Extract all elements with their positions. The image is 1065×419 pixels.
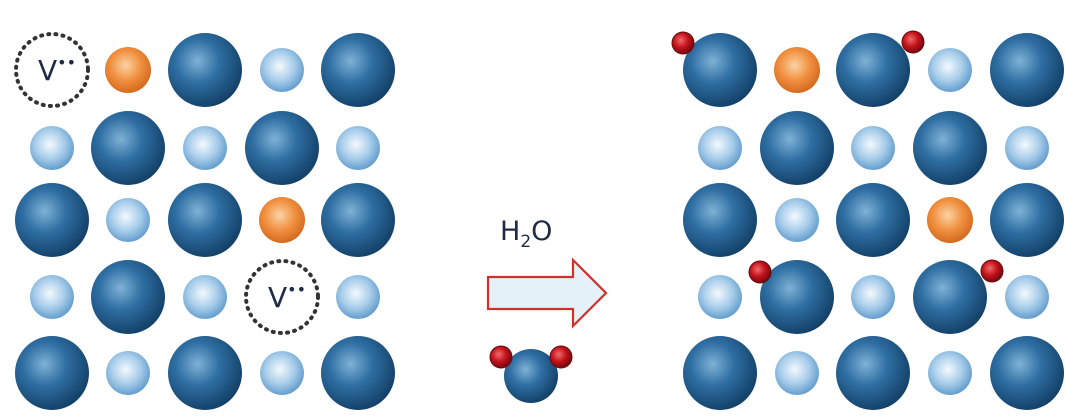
small-ion xyxy=(775,198,819,242)
proton xyxy=(901,30,925,54)
vacancy-symbol: V xyxy=(268,281,287,314)
small-ion xyxy=(106,351,150,395)
small-ion xyxy=(851,126,895,170)
large-ion xyxy=(321,183,395,257)
large-ion xyxy=(15,336,89,410)
small-ion xyxy=(106,198,150,242)
large-ion xyxy=(683,33,757,107)
small-ion xyxy=(336,275,380,319)
small-ion xyxy=(183,126,227,170)
dopant-ion xyxy=(259,197,305,243)
large-ion xyxy=(91,260,165,334)
water-molecule-label: H2O xyxy=(500,216,552,252)
large-ion xyxy=(683,336,757,410)
small-ion xyxy=(30,275,74,319)
large-ion xyxy=(836,336,910,410)
proton xyxy=(671,31,695,55)
small-ion xyxy=(698,126,742,170)
vacancy-charge: •• xyxy=(57,53,76,72)
small-ion xyxy=(183,275,227,319)
large-ion xyxy=(168,33,242,107)
vacancy-symbol: V xyxy=(38,54,57,87)
vacancy-charge: •• xyxy=(287,280,306,299)
oxygen-vacancy: V•• xyxy=(14,32,90,108)
small-ion xyxy=(698,275,742,319)
small-ion xyxy=(260,351,304,395)
large-ion xyxy=(836,33,910,107)
small-ion xyxy=(1005,275,1049,319)
small-ion xyxy=(851,275,895,319)
water-proton-left xyxy=(489,345,513,369)
reaction-arrow-group: H2O xyxy=(486,216,608,329)
oxygen-vacancy: V•• xyxy=(244,259,320,335)
small-ion xyxy=(1005,126,1049,170)
proton xyxy=(980,259,1004,283)
vacancy-ring xyxy=(244,259,320,335)
large-ion xyxy=(321,336,395,410)
large-ion xyxy=(245,111,319,185)
small-ion xyxy=(336,126,380,170)
water-o-letter: O xyxy=(531,216,552,247)
vacancy-label: V•• xyxy=(38,53,76,87)
reaction-arrow-icon xyxy=(486,257,608,329)
large-ion xyxy=(168,183,242,257)
large-ion xyxy=(760,260,834,334)
large-ion xyxy=(760,111,834,185)
proton xyxy=(748,260,772,284)
large-ion xyxy=(913,111,987,185)
water-oxygen-ion xyxy=(504,349,558,403)
water-h-letter: H xyxy=(500,216,520,247)
large-ion xyxy=(91,111,165,185)
water-molecule-icon xyxy=(489,345,573,403)
large-ion xyxy=(683,183,757,257)
vacancy-label: V•• xyxy=(268,280,306,314)
large-ion xyxy=(990,183,1064,257)
small-ion xyxy=(260,48,304,92)
water-proton-right xyxy=(549,345,573,369)
small-ion xyxy=(30,126,74,170)
dopant-ion xyxy=(774,47,820,93)
large-ion xyxy=(990,336,1064,410)
large-ion xyxy=(321,33,395,107)
small-ion xyxy=(928,48,972,92)
small-ion xyxy=(928,351,972,395)
small-ion xyxy=(775,351,819,395)
dopant-ion xyxy=(927,197,973,243)
large-ion xyxy=(990,33,1064,107)
large-ion xyxy=(913,260,987,334)
vacancy-ring xyxy=(14,32,90,108)
large-ion xyxy=(836,183,910,257)
water-subscript: 2 xyxy=(520,232,531,252)
large-ion xyxy=(15,183,89,257)
dopant-ion xyxy=(105,47,151,93)
large-ion xyxy=(168,336,242,410)
lattice-after-hydration xyxy=(671,30,1064,410)
lattice-before-hydration: V••V•• xyxy=(14,32,395,410)
